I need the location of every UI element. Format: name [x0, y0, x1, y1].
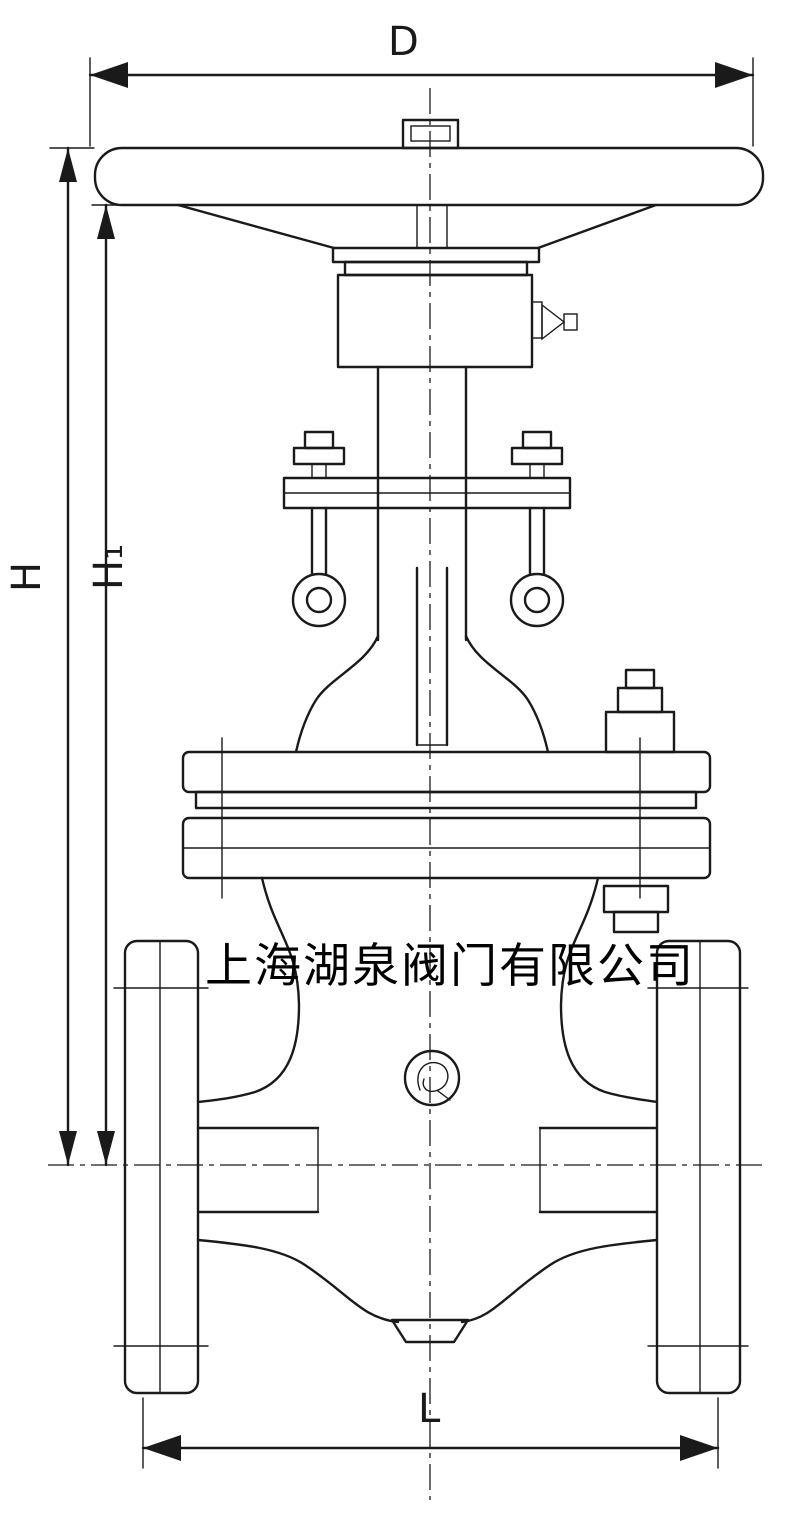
- right-pipe-flange: [647, 939, 749, 1395]
- d-arrow-right: [715, 62, 753, 88]
- body-bottom-left: [196, 1238, 400, 1324]
- bonnet-flange: [181, 737, 712, 899]
- h1-arrow-top: [97, 205, 115, 239]
- grease-fitting-neck: [531, 301, 543, 339]
- gland-bolt-left-head: [303, 430, 335, 450]
- bonnet-gasket: [194, 790, 698, 810]
- grease-fitting-cone: [541, 303, 566, 341]
- dimension-h1: H₁: [86, 203, 132, 1167]
- bonnet-bell-left: [294, 634, 380, 754]
- dimension-l: L: [141, 1386, 720, 1469]
- yoke: [294, 365, 550, 754]
- bolt-upper-nut: [604, 710, 676, 754]
- flange-bolt-upper: [604, 668, 676, 754]
- right-flange-outline: [655, 939, 742, 1395]
- bolt-upper-tip: [624, 668, 656, 690]
- h-arrow-top: [59, 148, 77, 182]
- centerlines: [48, 88, 762, 1500]
- hub-plate-upper: [331, 246, 541, 264]
- bolt-lower-tip: [612, 910, 660, 934]
- left-flange-outline: [123, 939, 200, 1395]
- grease-fitting-tip: [563, 313, 578, 331]
- dimension-d: D: [88, 19, 755, 147]
- body-wall-right: [559, 876, 659, 1104]
- drain-boss: [390, 1318, 470, 1344]
- stuffing-box: [331, 204, 541, 369]
- bonnet-bell-right: [464, 634, 550, 754]
- body-wall-left: [196, 876, 301, 1104]
- valve-body: [196, 876, 659, 1344]
- handwheel-dish-left: [176, 203, 336, 250]
- eyebolt-lug-left: [291, 572, 347, 628]
- l-arrow-left: [143, 1435, 181, 1461]
- l-label: L: [418, 1386, 441, 1432]
- gland-assembly: [282, 430, 572, 628]
- l-arrow-right: [680, 1435, 718, 1461]
- eyebolt-lug-right: [509, 572, 565, 628]
- h-arrow-bottom: [59, 1131, 77, 1165]
- dimension-h: H: [4, 146, 95, 1167]
- bolt-upper-head: [616, 686, 664, 714]
- logo-circle: [403, 1049, 461, 1107]
- body-bottom-right: [460, 1238, 659, 1324]
- stuffing-box-block: [336, 273, 534, 369]
- stem-nut: [401, 118, 460, 150]
- handwheel-rim: [93, 146, 765, 207]
- stem-nut-body: [401, 118, 460, 150]
- logo-mark: [417, 1062, 451, 1101]
- bolt-lower-nut: [602, 884, 670, 914]
- left-pipe-flange: [113, 939, 209, 1395]
- d-label: D: [388, 19, 419, 65]
- eyebolt-eye-right: [523, 586, 551, 614]
- hub-plate-lower: [343, 260, 529, 277]
- h1-arrow-bottom: [97, 1131, 115, 1165]
- bonnet-flange-slab: [181, 750, 712, 794]
- watermark-text: 上海湖泉阀门有限公司: [205, 939, 695, 994]
- h-label: H: [4, 562, 50, 592]
- handwheel: [93, 146, 765, 250]
- flange-bolt-lower: [602, 884, 670, 934]
- h1-label: H₁: [86, 544, 132, 590]
- logo: [403, 1049, 461, 1107]
- d-arrow-left: [90, 62, 128, 88]
- gland-nut-right: [510, 446, 564, 466]
- gland-nut-left: [292, 446, 346, 466]
- stem-nut-detail: [410, 125, 451, 142]
- eyebolt-eye-left: [305, 586, 333, 614]
- grease-fitting: [531, 301, 578, 341]
- handwheel-dish-right: [536, 203, 658, 250]
- gland-bolt-right-head: [521, 430, 553, 450]
